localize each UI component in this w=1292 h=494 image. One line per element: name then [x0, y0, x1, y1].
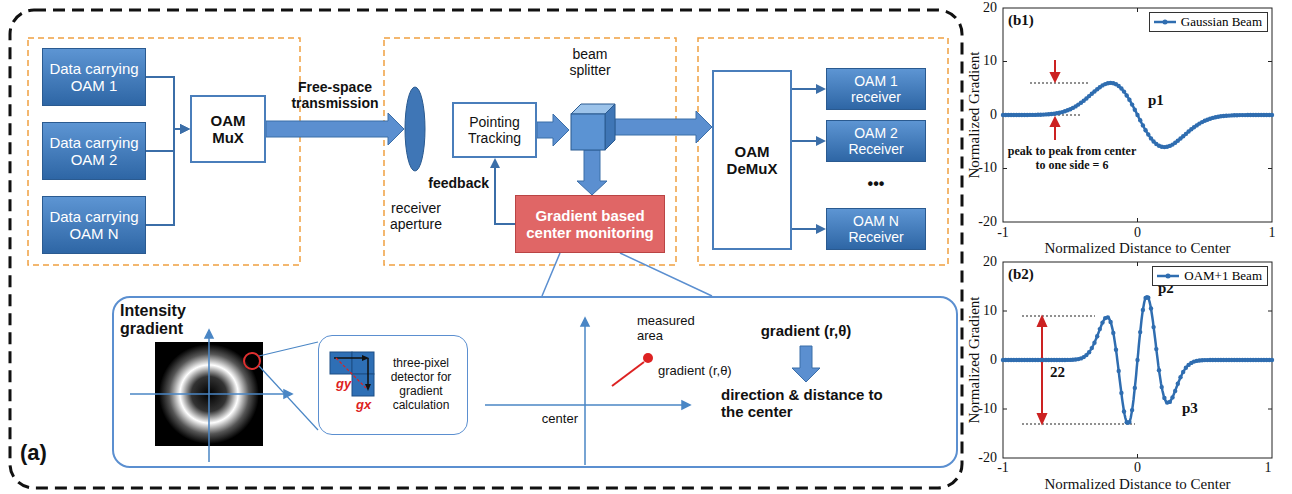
chart-label: 1 — [1265, 460, 1272, 476]
legend-box: OAM+1 Beam — [1152, 266, 1268, 286]
result-arrow — [792, 346, 820, 382]
chart-label: 20 — [983, 0, 997, 16]
mux-box: OAM MuX — [190, 95, 266, 163]
process-box: Pointing Tracking — [452, 102, 537, 158]
node-text: Pointing Tracking — [458, 114, 531, 146]
node-text: OAM 1 receiver — [833, 73, 919, 105]
chart-label: -1 — [997, 225, 1009, 241]
chart-label: 10 — [983, 53, 997, 69]
receiver-box: OAM 2 Receiver — [826, 120, 926, 162]
node-text: Data carrying OAM 1 — [47, 60, 141, 95]
note-label: center — [542, 412, 578, 427]
note-label: (a) — [20, 440, 47, 465]
chart-label: Normalized Distance to Center — [1044, 476, 1230, 493]
chart-label: peak to peak from center to one side = 6 — [1005, 145, 1139, 173]
node-text: three-pixel detector for gradient calcul… — [381, 357, 461, 412]
monitor-box: Gradient based center monitoring — [515, 195, 665, 253]
chart-label: 1 — [1269, 225, 1276, 241]
note-label: gradient (r,θ) — [761, 322, 852, 339]
cube-symbol — [569, 102, 617, 152]
chart-label: Normalized Gradient — [966, 51, 983, 178]
node-text: Data carrying OAM N — [47, 208, 141, 243]
data-box: Data carrying OAM 2 — [42, 122, 146, 180]
note-label: measured area — [637, 314, 707, 344]
note-label: direction & distance to the center — [721, 386, 891, 421]
legend-box: Gaussian Beam — [1149, 12, 1268, 32]
node-text: receiver aperture — [378, 200, 454, 232]
chart-curve — [1001, 81, 1274, 425]
chart-label: 0 — [1134, 460, 1141, 476]
chart-label: -20 — [978, 450, 997, 466]
edge-label: Free-space transmission — [283, 79, 387, 111]
chart-label: (b1) — [1008, 12, 1034, 29]
note-label: ••• — [868, 175, 885, 193]
node-text: OAM DeMuX — [718, 143, 786, 178]
chart-label: 0 — [990, 352, 997, 368]
chart-label: p3 — [1182, 400, 1198, 417]
aperture-lens — [404, 86, 426, 172]
node-text: OAM N Receiver — [833, 213, 919, 245]
chart-label: 0 — [1134, 225, 1141, 241]
chart-label: -20 — [978, 214, 997, 230]
connector — [792, 224, 826, 234]
node-text: OAM 2 Receiver — [833, 125, 919, 157]
chart-label: Normalized Distance to Center — [1044, 240, 1230, 257]
connector — [266, 113, 404, 145]
receiver-box: OAM 1 receiver — [826, 68, 926, 110]
outer-frame — [10, 10, 962, 488]
chart-label: (b2) — [1008, 266, 1034, 283]
connector — [542, 253, 712, 296]
chart-label: p1 — [1148, 92, 1164, 109]
node-text: OAM MuX — [196, 112, 260, 147]
aperture: receiver aperture — [378, 86, 454, 238]
data-box: Data carrying OAM 1 — [42, 48, 146, 106]
chart-label: 10 — [983, 303, 997, 319]
legend-text: Gaussian Beam — [1181, 14, 1262, 30]
node-text: Intensity gradient — [120, 302, 212, 339]
demux-box: OAM DeMuX — [712, 70, 792, 250]
connector — [792, 84, 826, 94]
group-frame — [698, 38, 948, 265]
receiver-box: OAM N Receiver — [826, 208, 926, 250]
legend-sample — [1153, 17, 1177, 27]
beam-image — [130, 330, 318, 462]
measured-dot — [643, 353, 653, 363]
chart-axes — [1003, 8, 1272, 458]
note-label: gy — [336, 377, 351, 392]
beam-splitter: beam splitter — [555, 46, 625, 156]
note-label: gradient (r,θ) — [658, 364, 732, 379]
group-frame — [28, 38, 300, 265]
node-text: beam splitter — [555, 46, 625, 78]
detail-panel: Intensity gradient three-pixel detector f… — [112, 296, 958, 468]
connector — [490, 158, 515, 224]
connector — [615, 111, 712, 143]
note-label: gx — [356, 398, 371, 413]
connector — [146, 124, 190, 151]
chart-label: 20 — [983, 254, 997, 270]
chart-label: 0 — [990, 107, 997, 123]
chart-label: 22 — [1050, 364, 1065, 381]
node-text: Data carrying OAM 2 — [47, 134, 141, 169]
node-text: Gradient based center monitoring — [520, 207, 660, 242]
chart-label: -1 — [997, 460, 1009, 476]
gradient-vector — [612, 362, 644, 386]
legend-sample — [1156, 271, 1180, 281]
connector — [537, 114, 569, 146]
connector — [577, 150, 607, 195]
pixel-detector — [330, 352, 374, 396]
legend-text: OAM+1 Beam — [1184, 268, 1262, 284]
data-box: Data carrying OAM N — [42, 196, 146, 254]
connector — [146, 124, 190, 225]
connector — [792, 136, 826, 146]
edge-label: feedback — [428, 175, 489, 191]
chart-label: -10 — [978, 160, 997, 176]
connector — [146, 77, 190, 134]
chart-label: -10 — [978, 401, 997, 417]
